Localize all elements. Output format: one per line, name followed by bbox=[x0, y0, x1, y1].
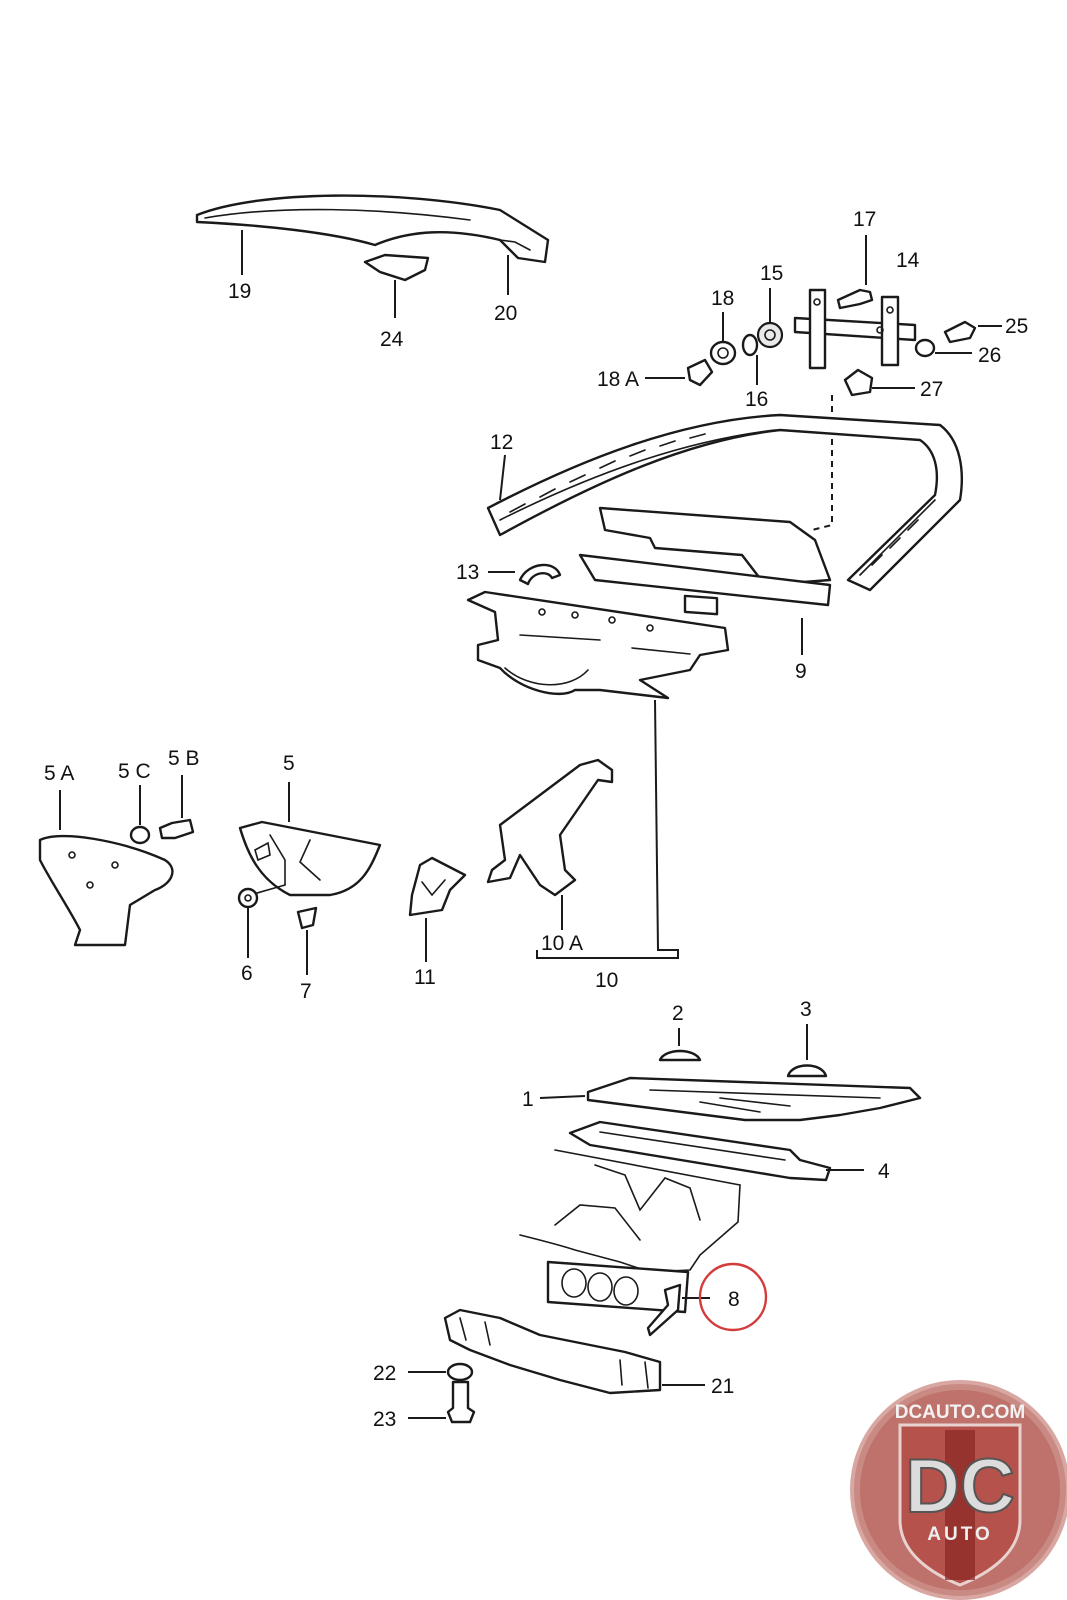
part-nut-22 bbox=[408, 1362, 474, 1382]
callout-21: 21 bbox=[711, 1375, 734, 1398]
callout-7: 7 bbox=[300, 980, 312, 1003]
part-bolt-17 bbox=[836, 235, 874, 310]
callout-10: 10 bbox=[595, 969, 618, 992]
part-buffer-7 bbox=[296, 906, 318, 975]
part-rear-panel-9 bbox=[578, 506, 832, 655]
part-crossmember-4 bbox=[568, 1120, 864, 1182]
callout-19: 19 bbox=[228, 280, 251, 303]
callout-27: 27 bbox=[920, 378, 943, 401]
callout-10a: 10 A bbox=[541, 932, 583, 955]
part-washer-15 bbox=[756, 288, 784, 349]
logo-site: DCAUTO.COM bbox=[895, 1402, 1026, 1423]
callout-3: 3 bbox=[800, 998, 812, 1021]
callout-26: 26 bbox=[978, 344, 1001, 367]
logo-word: AUTO bbox=[927, 1524, 992, 1545]
part-roof-frame-12 bbox=[486, 413, 963, 592]
callout-5: 5 bbox=[283, 752, 295, 775]
callout-18a: 18 A bbox=[597, 368, 639, 391]
part-bracket-14 bbox=[793, 288, 917, 370]
part-bolt-23 bbox=[408, 1380, 476, 1424]
part-8 bbox=[646, 1262, 768, 1337]
part-roof-panel bbox=[195, 194, 550, 282]
callout-5c: 5 C bbox=[118, 760, 151, 783]
callout-23: 23 bbox=[373, 1408, 396, 1431]
callout-4: 4 bbox=[878, 1160, 890, 1183]
callout-17: 17 bbox=[853, 208, 876, 231]
part-crossmember-10 bbox=[466, 590, 730, 959]
callout-14: 14 bbox=[896, 249, 920, 272]
callout-15: 15 bbox=[760, 262, 783, 285]
part-clip-13 bbox=[488, 563, 562, 586]
callout-11: 11 bbox=[414, 966, 436, 989]
part-grommet-6 bbox=[237, 887, 259, 958]
part-plug-3 bbox=[786, 1024, 828, 1078]
callout-16: 16 bbox=[745, 388, 768, 411]
part-bushing-18a bbox=[645, 358, 714, 387]
highlight-circle bbox=[698, 1262, 768, 1332]
callout-labels: 19 20 24 17 14 15 18 25 26 18 A 27 16 12… bbox=[44, 208, 1028, 1431]
part-crossmember-21 bbox=[443, 1308, 705, 1395]
callout-8: 8 bbox=[728, 1288, 740, 1311]
callout-1: 1 bbox=[522, 1088, 534, 1111]
part-floor-1 bbox=[539, 1076, 922, 1122]
callout-9: 9 bbox=[795, 660, 807, 683]
part-clip-27 bbox=[811, 368, 915, 531]
callout-13: 13 bbox=[456, 561, 479, 584]
callout-20: 20 bbox=[494, 302, 517, 325]
part-plug-2 bbox=[658, 1028, 702, 1062]
callout-24: 24 bbox=[380, 328, 404, 351]
callout-2: 2 bbox=[672, 1002, 684, 1025]
callout-5a: 5 A bbox=[44, 762, 74, 785]
part-5a bbox=[38, 790, 174, 947]
part-roof-leaders bbox=[241, 230, 509, 318]
part-5 bbox=[238, 782, 382, 897]
part-nut-18-16 bbox=[709, 312, 759, 385]
part-bolt-25 bbox=[943, 320, 1002, 344]
dcauto-logo: DCAUTO.COM DC AUTO bbox=[850, 1380, 1067, 1600]
part-10a bbox=[486, 758, 614, 930]
logo-monogram: DC bbox=[905, 1444, 1015, 1529]
callout-5b: 5 B bbox=[168, 747, 200, 770]
part-5c-washer bbox=[129, 785, 151, 845]
part-body-underside bbox=[519, 1149, 741, 1314]
callout-6: 6 bbox=[241, 962, 253, 985]
part-washer-26 bbox=[914, 338, 972, 358]
callout-22: 22 bbox=[373, 1362, 396, 1385]
callout-25: 25 bbox=[1005, 315, 1028, 338]
callout-18: 18 bbox=[711, 287, 734, 310]
part-5b-bolt bbox=[158, 775, 195, 840]
part-11 bbox=[408, 856, 467, 962]
callout-12: 12 bbox=[490, 431, 513, 454]
